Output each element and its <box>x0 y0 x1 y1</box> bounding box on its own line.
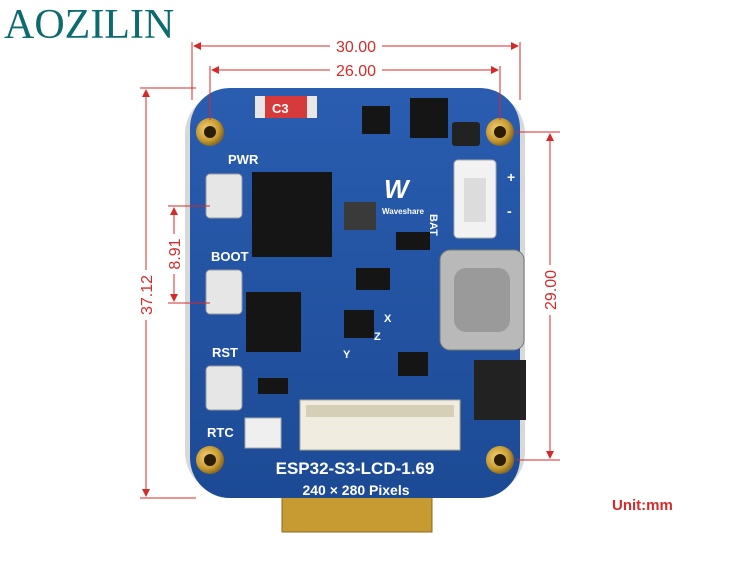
dim-button-pitch-label: 8.91 <box>167 238 184 269</box>
dimension-button-pitch: 8.91 <box>164 205 210 304</box>
label-c3: C3 <box>272 101 289 116</box>
dimension-width-holes: 26.00 <box>209 60 501 120</box>
dimension-height-holes: 29.00 <box>515 131 560 461</box>
antenna-connector <box>474 360 526 420</box>
label-minus: - <box>507 203 512 219</box>
label-bat: BAT <box>427 214 439 236</box>
dim-height-holes-label: 29.00 <box>543 270 560 310</box>
dimension-width-outer: 30.00 <box>191 36 521 100</box>
ic-chip <box>344 310 374 338</box>
rtc-connector <box>244 417 282 449</box>
ic-chip <box>398 352 428 376</box>
side-buttons <box>205 173 243 411</box>
capacitor-c3: C3 <box>255 96 317 118</box>
label-axis-z: Z <box>374 331 381 343</box>
crystal <box>344 202 376 230</box>
label-rtc: RTC <box>207 425 234 440</box>
mounting-holes <box>196 118 514 474</box>
esp32-chip <box>252 172 332 257</box>
ic-chip <box>356 268 390 290</box>
svg-text:Waveshare: Waveshare <box>382 207 425 216</box>
ic-chip <box>362 106 390 134</box>
ic-chip <box>452 122 480 146</box>
label-axis-x: X <box>384 313 392 325</box>
label-boot: BOOT <box>211 249 249 264</box>
fpc-connector <box>299 399 461 451</box>
flash-chip <box>246 292 301 352</box>
ic-chip <box>410 98 448 138</box>
ic-chip <box>258 378 288 394</box>
board-model-label: ESP32-S3-LCD-1.69 <box>276 459 435 478</box>
battery-connector <box>453 159 497 239</box>
pwr-button <box>205 173 243 219</box>
waveshare-logo: W Waveshare <box>382 174 425 216</box>
dim-width-outer-label: 30.00 <box>336 39 376 56</box>
unit-label: Unit:mm <box>612 497 673 514</box>
label-axis-y: Y <box>343 349 351 361</box>
dimension-height-outer: 37.12 <box>136 87 196 499</box>
rst-button <box>205 365 243 411</box>
dim-width-holes-label: 26.00 <box>336 63 376 80</box>
usb-c-port <box>439 249 525 351</box>
dim-height-outer-label: 37.12 <box>139 275 156 315</box>
ic-chip <box>396 232 430 250</box>
label-rst: RST <box>212 345 238 360</box>
label-pwr: PWR <box>228 152 259 167</box>
label-plus: + <box>507 169 515 185</box>
svg-text:W: W <box>384 174 411 204</box>
brand-logo: AOZILIN <box>4 2 175 48</box>
boot-button <box>205 269 243 315</box>
board-resolution-label: 240 × 280 Pixels <box>302 482 409 498</box>
